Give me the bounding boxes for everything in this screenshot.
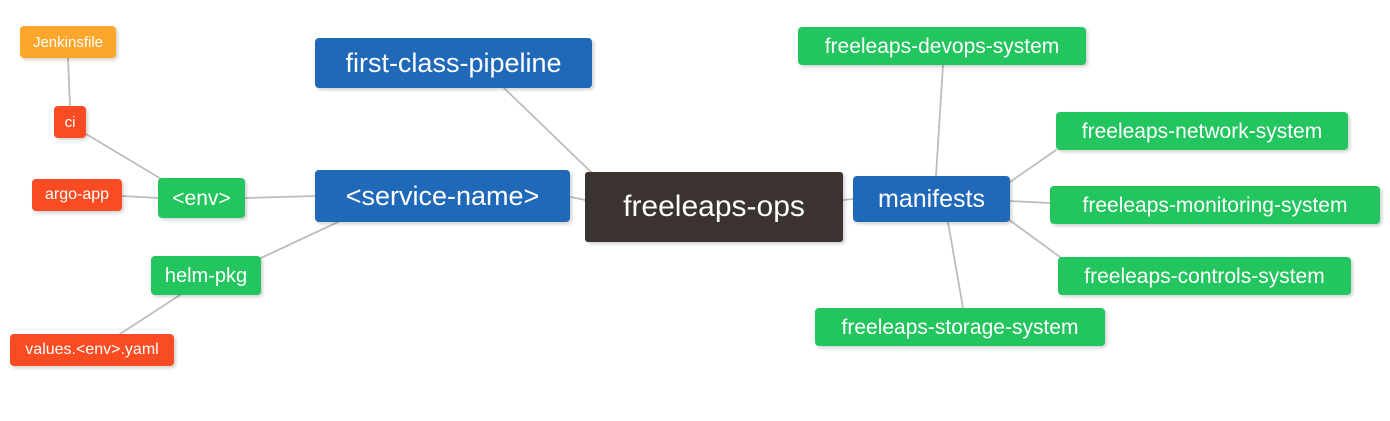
node-argo-app[interactable]: argo-app <box>32 179 122 211</box>
node-label: freeleaps-monitoring-system <box>1082 193 1348 217</box>
node-ci[interactable]: ci <box>54 106 86 138</box>
node-label: freeleaps-controls-system <box>1084 264 1325 288</box>
node-label: values.<env>.yaml <box>25 341 159 358</box>
node-label: first-class-pipeline <box>345 47 562 78</box>
node-freeleaps-devops-system[interactable]: freeleaps-devops-system <box>798 27 1086 65</box>
edge-helm-pkg-to-service-name <box>260 221 339 259</box>
node-label: freeleaps-network-system <box>1081 119 1323 143</box>
node-label: Jenkinsfile <box>32 33 104 51</box>
node-label: freeleaps-storage-system <box>841 315 1079 339</box>
node-service-name[interactable]: <service-name> <box>315 170 570 222</box>
node-jenkinsfile[interactable]: Jenkinsfile <box>20 26 116 58</box>
edge-env-to-service-name <box>244 195 316 199</box>
node-env[interactable]: <env> <box>158 178 245 218</box>
node-label: helm-pkg <box>164 264 248 287</box>
edge-manifests-to-freeleaps-network-system <box>1009 149 1057 183</box>
node-label: argo-app <box>44 186 110 203</box>
node-manifests[interactable]: manifests <box>853 176 1010 222</box>
node-values-yaml[interactable]: values.<env>.yaml <box>10 334 174 366</box>
edge-manifests-to-freeleaps-devops-system <box>935 64 944 177</box>
edge-first-class-pipeline-to-root <box>503 87 593 174</box>
node-root[interactable]: freeleaps-ops <box>585 172 843 242</box>
node-label: ci <box>64 113 76 131</box>
edge-root-to-manifests <box>842 198 854 201</box>
node-label: <env> <box>172 186 231 210</box>
edge-service-name-to-root <box>570 196 586 201</box>
edge-manifests-to-freeleaps-storage-system <box>947 221 964 309</box>
edge-ci-to-env <box>85 133 164 181</box>
edge-manifests-to-freeleaps-monitoring-system <box>1009 200 1051 204</box>
node-label: manifests <box>878 184 985 213</box>
node-freeleaps-controls-system[interactable]: freeleaps-controls-system <box>1058 257 1351 295</box>
node-label: freeleaps-devops-system <box>824 34 1060 58</box>
node-freeleaps-monitoring-system[interactable]: freeleaps-monitoring-system <box>1050 186 1380 224</box>
node-helm-pkg[interactable]: helm-pkg <box>151 256 261 295</box>
node-label: freeleaps-ops <box>623 190 805 223</box>
node-freeleaps-storage-system[interactable]: freeleaps-storage-system <box>815 308 1105 346</box>
edge-manifests-to-freeleaps-controls-system <box>1007 218 1061 258</box>
edge-argo-app-to-env <box>121 195 159 199</box>
node-freeleaps-network-system[interactable]: freeleaps-network-system <box>1056 112 1348 150</box>
node-label: <service-name> <box>345 180 540 211</box>
node-first-class-pipeline[interactable]: first-class-pipeline <box>315 38 592 88</box>
edge-values-yaml-to-helm-pkg <box>119 294 181 335</box>
edge-jenkinsfile-to-ci <box>67 57 71 107</box>
